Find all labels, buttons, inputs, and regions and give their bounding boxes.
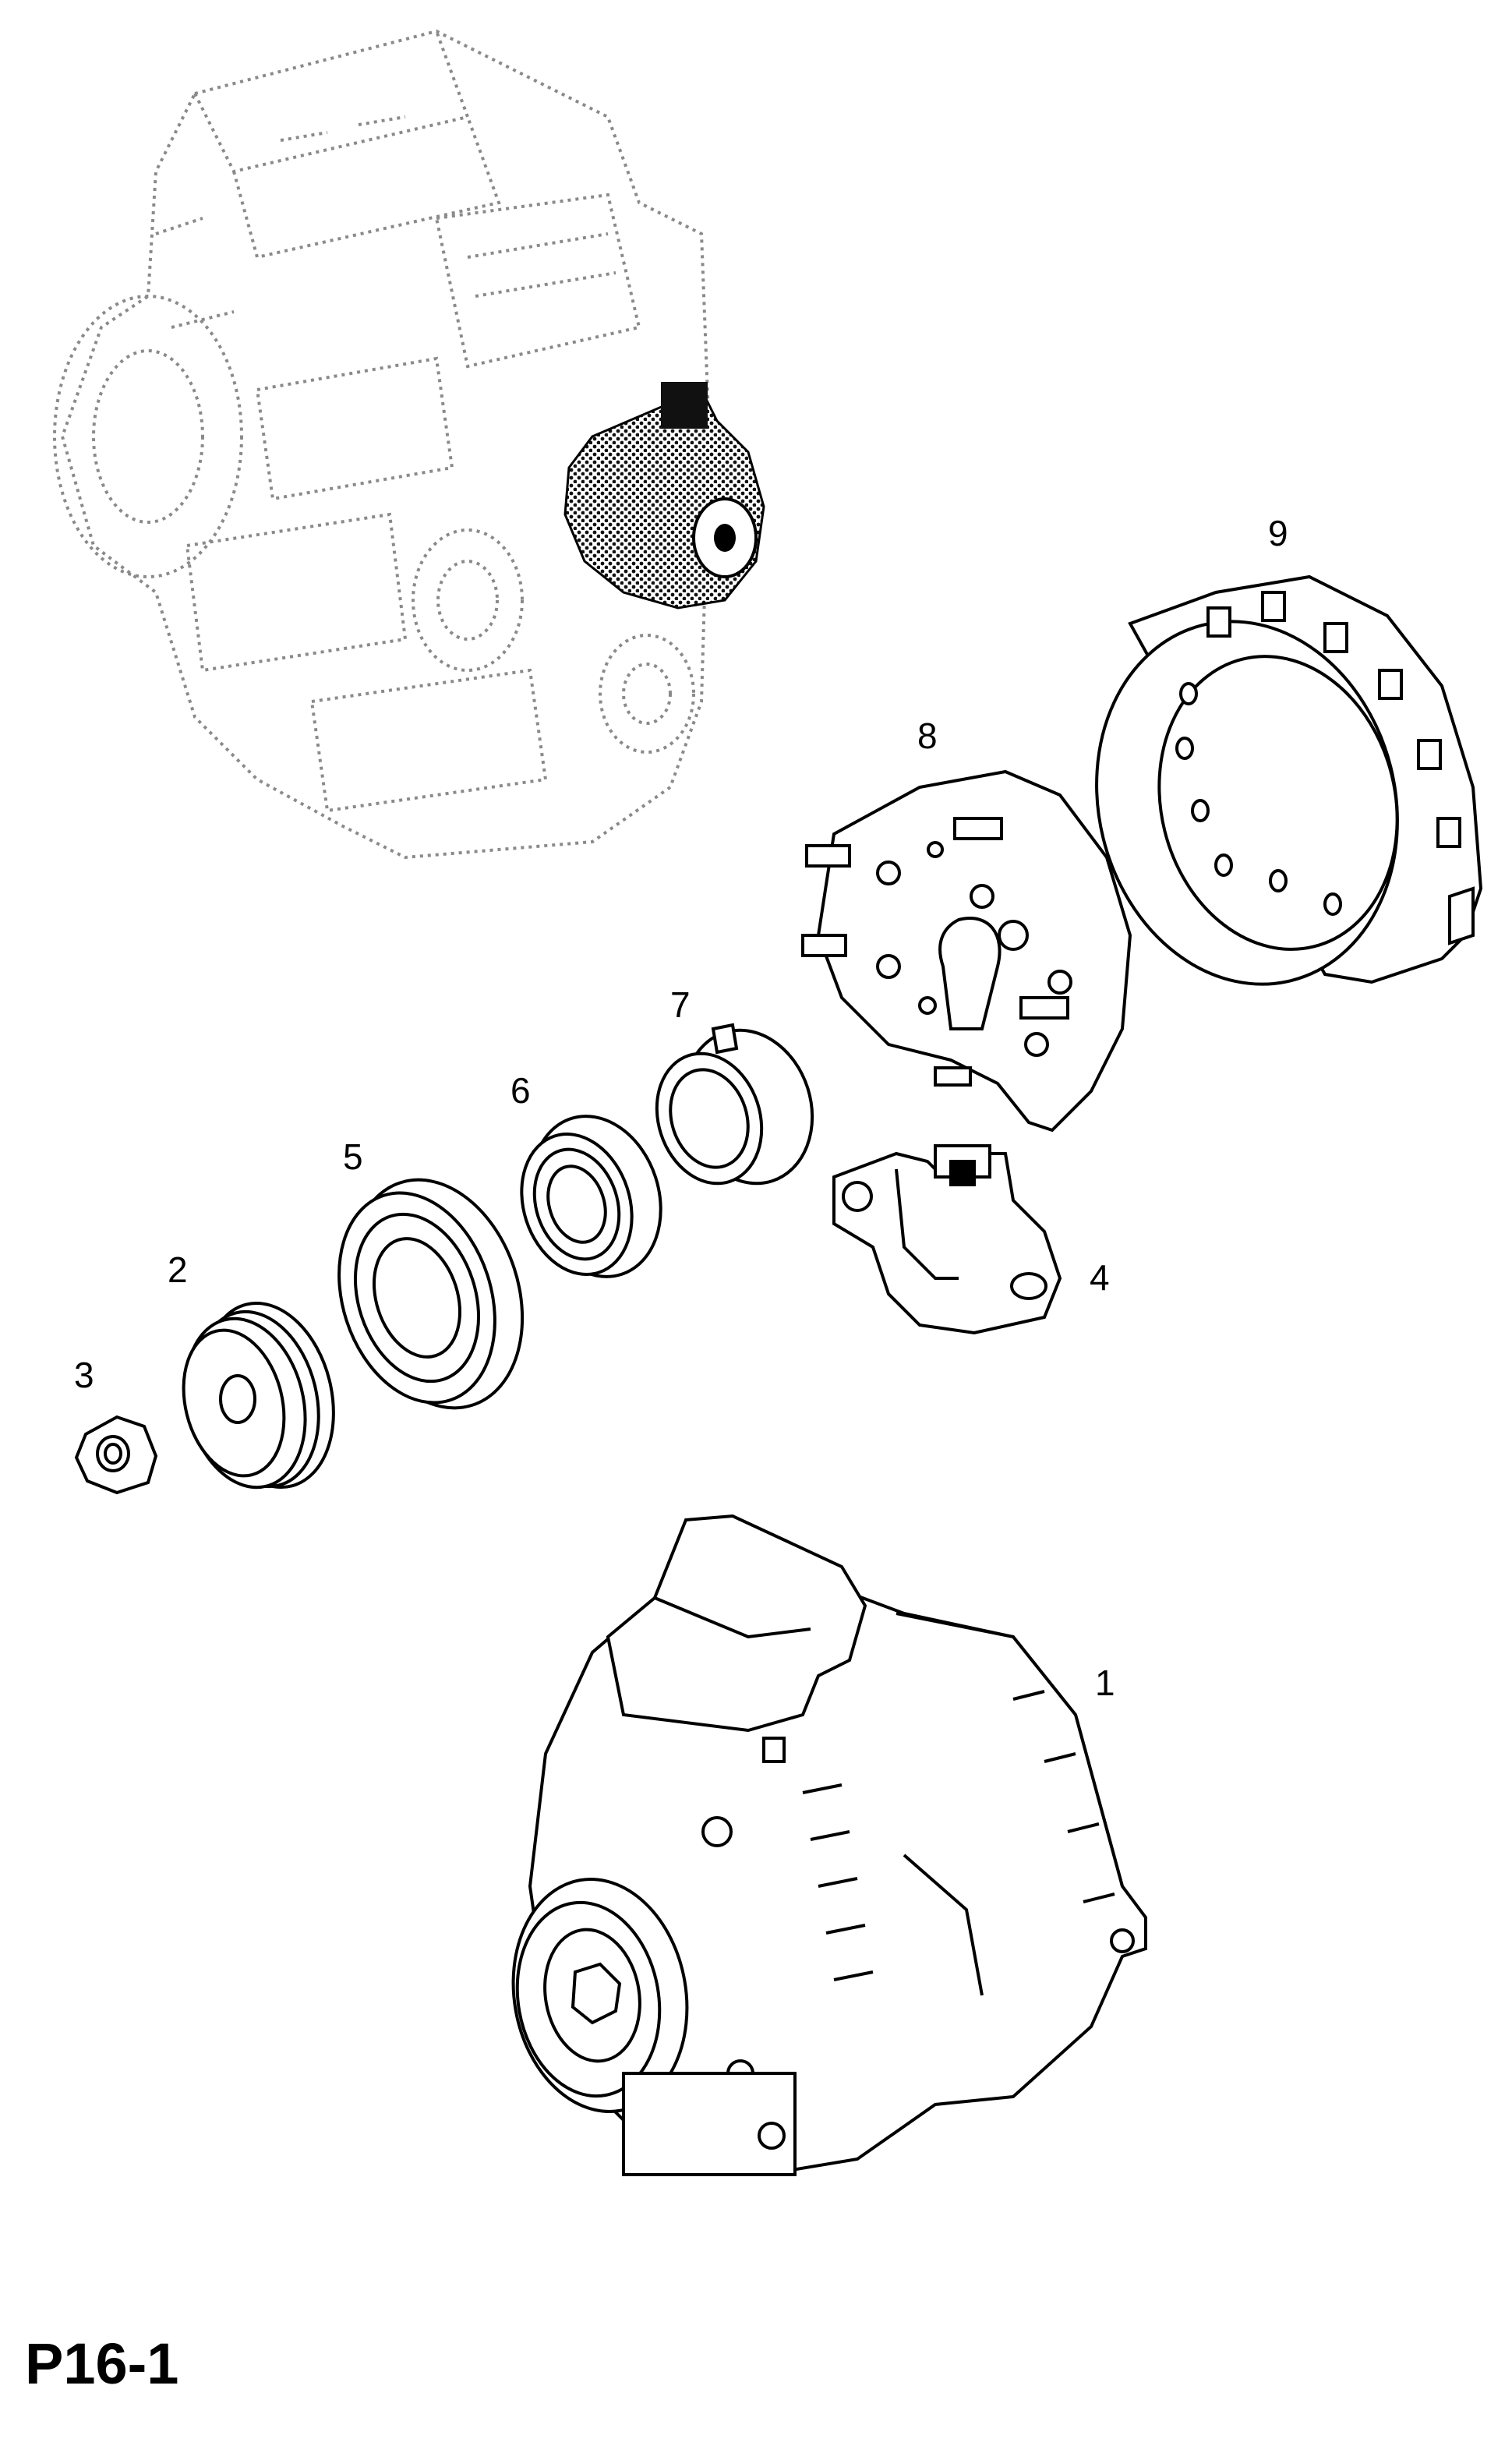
part-4-regulator bbox=[832, 1144, 1062, 1335]
callout-labels: 1 2 3 4 5 6 7 8 9 bbox=[74, 513, 1288, 1703]
part-6-small-bearing bbox=[520, 1115, 662, 1278]
part-9-stator-housing bbox=[1095, 574, 1483, 986]
alternator-location-highlight bbox=[563, 382, 765, 610]
callout-6: 6 bbox=[510, 1070, 531, 1111]
callout-9: 9 bbox=[1268, 513, 1288, 553]
callout-3: 3 bbox=[74, 1355, 94, 1395]
callout-8: 8 bbox=[917, 716, 938, 756]
part-1-alternator-assembly bbox=[511, 1514, 1147, 2177]
part-5-large-bearing bbox=[337, 1178, 525, 1410]
engine-ghost-illustration bbox=[53, 29, 712, 860]
part-2-pulley bbox=[182, 1301, 335, 1490]
part-7-sleeve bbox=[655, 1023, 814, 1186]
callout-4: 4 bbox=[1090, 1257, 1110, 1298]
callout-5: 5 bbox=[343, 1136, 363, 1177]
callout-1: 1 bbox=[1095, 1663, 1115, 1703]
part-3-nut bbox=[74, 1415, 158, 1495]
page-identifier: P16-1 bbox=[25, 2331, 179, 2396]
part-8-rectifier bbox=[801, 769, 1132, 1133]
callout-7: 7 bbox=[670, 984, 691, 1025]
callout-2: 2 bbox=[168, 1249, 188, 1290]
